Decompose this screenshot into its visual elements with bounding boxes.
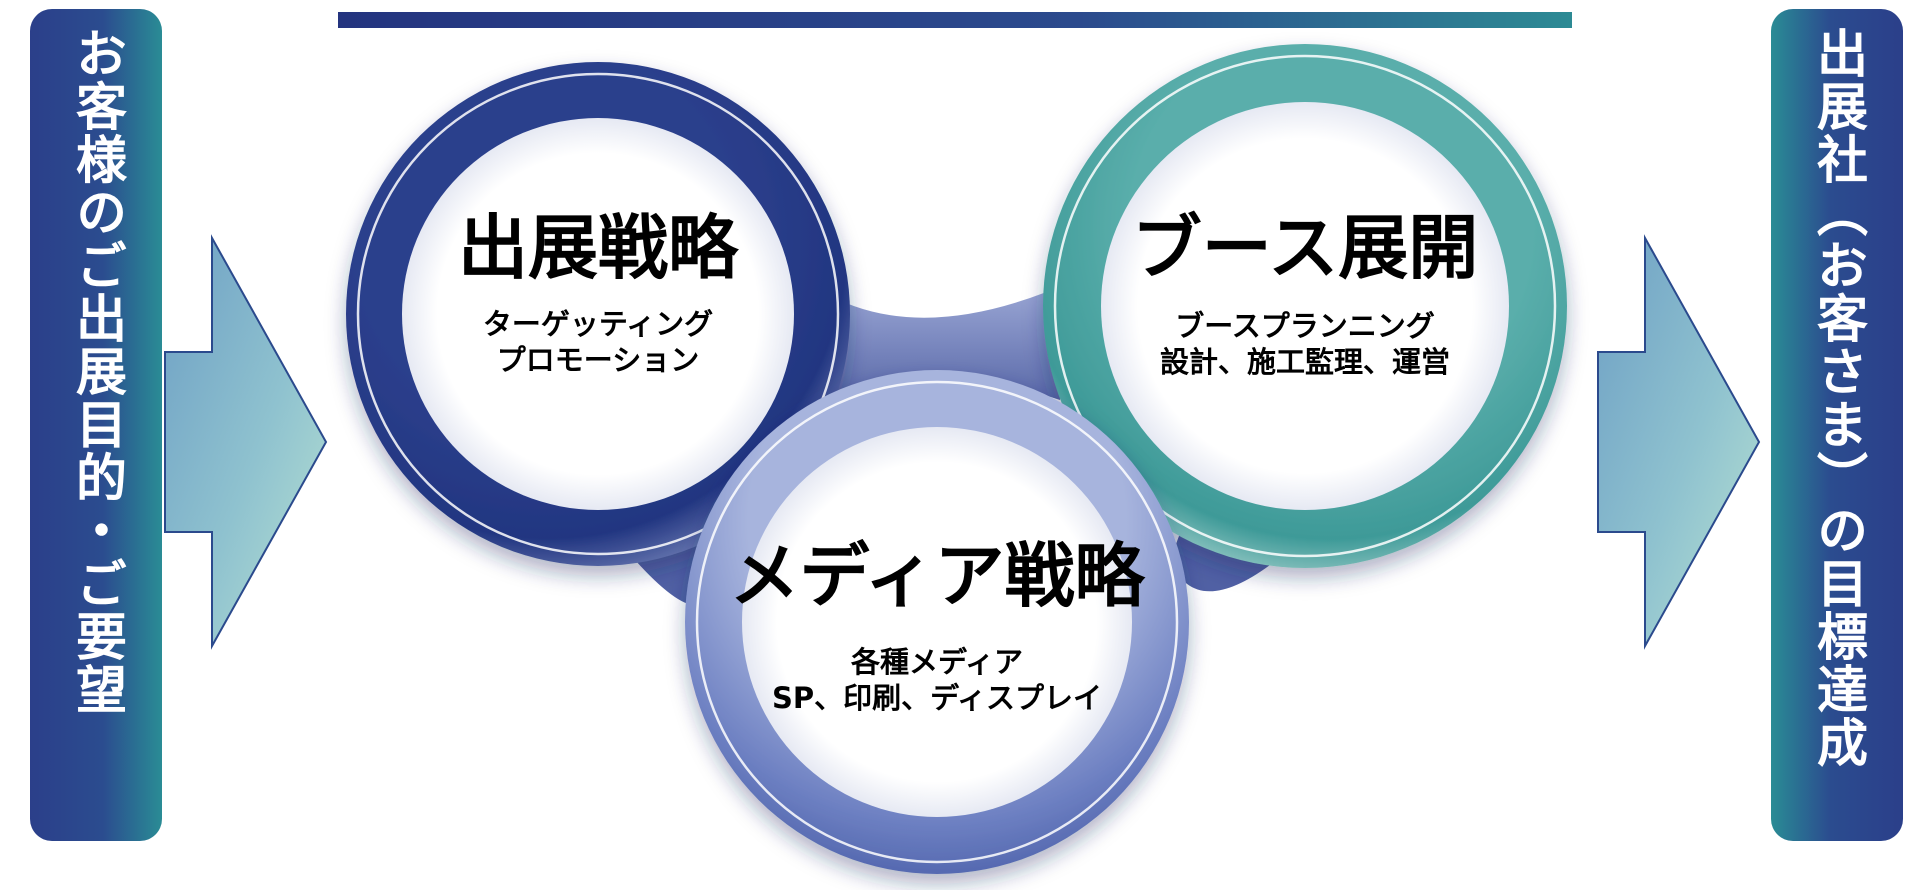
booth-content: ブース展開 ブースプランニング 設計、施工監理、運営 <box>1115 207 1495 380</box>
circle-booth <box>1043 44 1567 568</box>
booth-sub2: 設計、施工監理、運営 <box>1159 344 1450 379</box>
media-title: メディア戦略 <box>729 535 1145 617</box>
connector-web-top <box>820 280 1075 400</box>
left-panel: お客様のご出展目的・ご要望 <box>30 9 162 841</box>
circle-strategy <box>346 62 850 566</box>
circle-media <box>685 370 1189 874</box>
top-bar <box>338 12 1572 28</box>
media-content: メディア戦略 各種メディア SP、印刷、ディスプレイ <box>729 539 1144 716</box>
right-panel-text: 出展社（お客さま）の目標達成 <box>1807 27 1867 769</box>
right-panel: 出展社（お客さま）の目標達成 <box>1771 9 1903 841</box>
media-sub1: 各種メディア <box>851 644 1023 679</box>
strategy-sub2: プロモーション <box>496 342 700 377</box>
strategy-title: 出展戦略 <box>458 207 738 289</box>
strategy-sub1: ターゲッティング <box>482 306 714 341</box>
left-arrow <box>164 234 328 650</box>
left-panel-text: お客様のご出展目的・ご要望 <box>66 27 126 716</box>
booth-sub1: ブースプランニング <box>1175 308 1435 343</box>
right-arrow <box>1597 234 1761 650</box>
booth-title: ブース展開 <box>1131 207 1479 289</box>
strategy-content: 出展戦略 ターゲッティング プロモーション <box>448 207 748 378</box>
media-sub2: SP、印刷、ディスプレイ <box>771 680 1103 715</box>
